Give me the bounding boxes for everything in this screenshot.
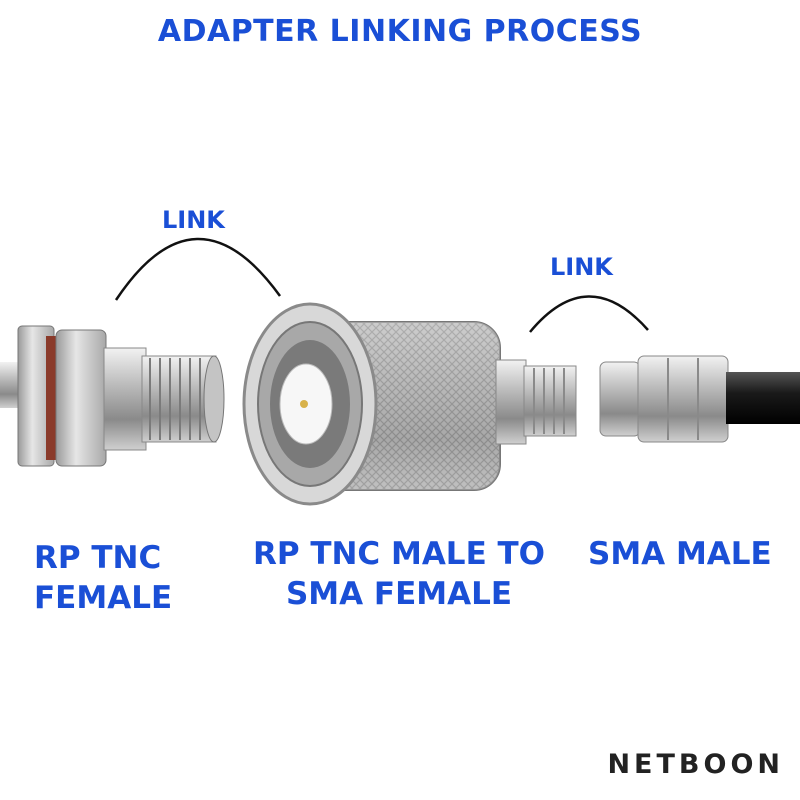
- sma-male-connector: [599, 355, 800, 443]
- rp-tnc-female-connector: [0, 325, 225, 467]
- link-label-1: LINK: [162, 206, 225, 234]
- page-title: ADAPTER LINKING PROCESS: [157, 14, 643, 49]
- link-arc-2: [529, 295, 649, 333]
- label-sma-male: SMA MALE: [588, 536, 772, 572]
- link-label-2: LINK: [550, 253, 613, 281]
- link-arc-1: [114, 237, 282, 301]
- label-rp-tnc-female: RP TNC FEMALE: [34, 540, 173, 616]
- label-adapter: RP TNC MALE TO SMA FEMALE: [252, 536, 546, 612]
- rp-tnc-male-to-sma-female-adapter: [242, 302, 577, 506]
- brand-logo: NETBOON: [607, 749, 784, 780]
